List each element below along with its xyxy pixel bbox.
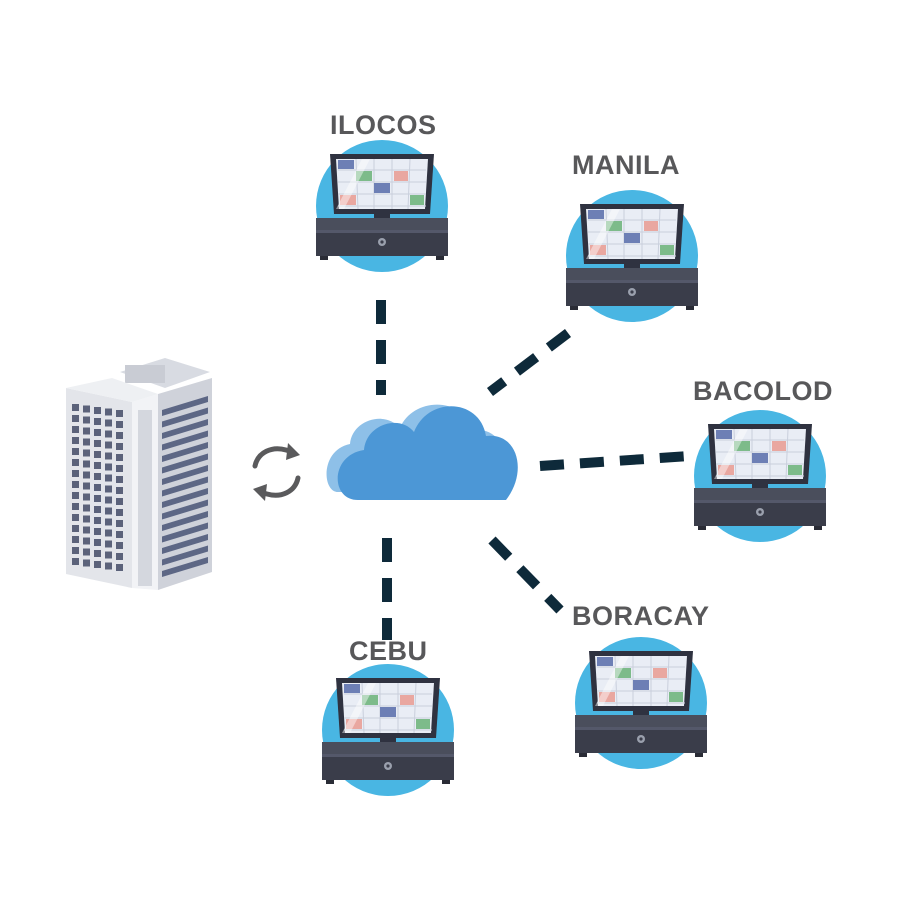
pos-terminal-icon — [315, 139, 449, 273]
cloud-icon — [326, 404, 518, 500]
branch-bacolod — [693, 409, 827, 543]
branch-label-ilocos: ILOCOS — [330, 110, 437, 140]
pos-terminal-icon — [321, 663, 455, 797]
branch-manila — [565, 189, 699, 323]
connector-bacolod — [539, 451, 691, 471]
branch-boracay — [574, 636, 708, 770]
connector-manila — [486, 329, 572, 396]
branch-ilocos — [315, 139, 449, 273]
office-building-icon — [66, 358, 212, 590]
branch-label-cebu: CEBU — [349, 636, 428, 666]
branch-label-boracay: BORACAY — [572, 601, 710, 631]
branch-label-bacolod: BACOLOD — [693, 376, 833, 406]
branch-cebu — [321, 663, 455, 797]
branch-label-manila: MANILA — [572, 150, 680, 180]
sync-arrows-icon — [252, 443, 301, 501]
pos-terminal-icon — [565, 189, 699, 323]
pos-terminal-icon — [693, 409, 827, 543]
connector-boracay — [488, 536, 564, 614]
connectors — [376, 300, 691, 640]
pos-terminal-icon — [574, 636, 708, 770]
